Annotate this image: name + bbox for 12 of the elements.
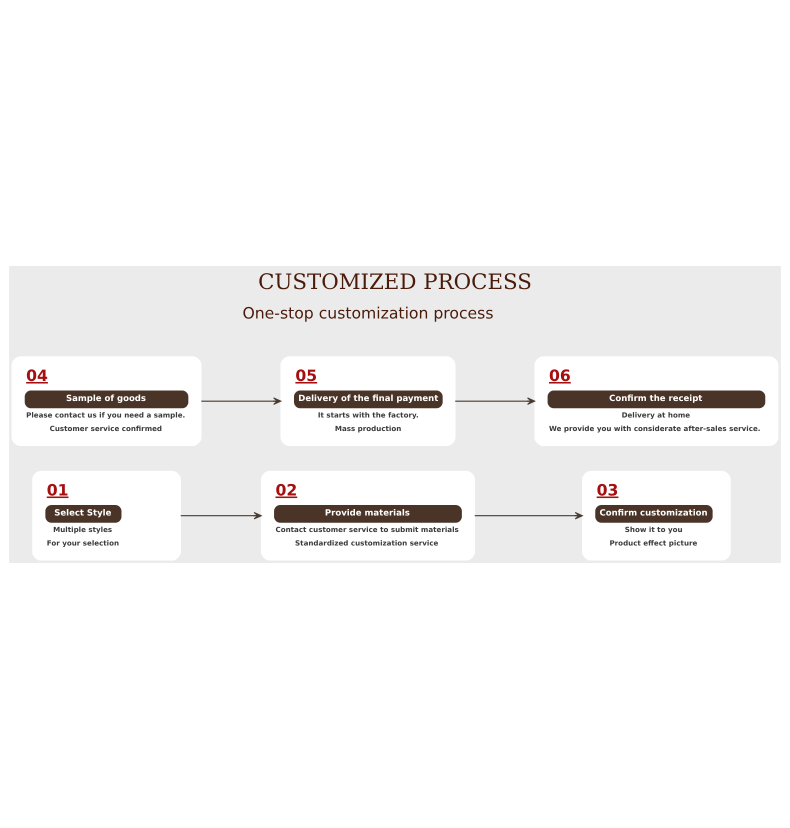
node-box: 03 Confirm customization Show it to you Product effect picture <box>582 470 731 560</box>
node-box: 06 Confirm the receipt Delivery at home We provide you with considerate after-sales service. <box>534 356 778 446</box>
diagram-title: CUSTOMIZED PROCESS <box>258 269 532 294</box>
node-box: 05 Delivery of the final payment It starts with the factory. Mass production <box>280 356 456 446</box>
arrow <box>474 511 583 519</box>
node-box: 04 Sample of goods Please contact us if you need a sample. Customer service confirmed <box>12 356 202 446</box>
arrow <box>455 396 536 404</box>
label: One-stop customization process <box>242 302 494 322</box>
node-box: 01 Select Style Multiple styles For your selection <box>32 470 181 560</box>
arrow <box>201 396 282 404</box>
node-box: 02 Provide materials Contact customer service to submit materials Standardized customization service <box>260 470 476 560</box>
arrow <box>180 511 262 519</box>
